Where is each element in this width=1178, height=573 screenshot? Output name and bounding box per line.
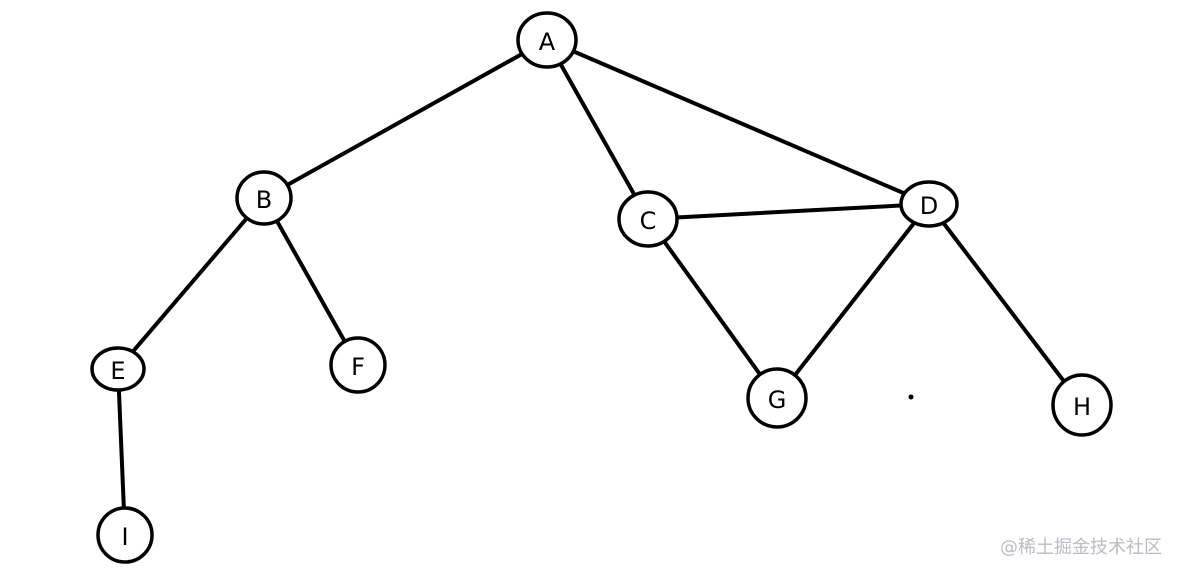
edge-a-c (545, 38, 650, 221)
edge-a-d (545, 38, 931, 206)
edge-b-f (262, 196, 360, 367)
node-label-f: F (351, 353, 365, 381)
nodes-layer: A B C D E F G H I (90, 11, 1113, 564)
node-label-i: I (121, 523, 128, 551)
node-i: I (96, 506, 154, 564)
node-circle-f (329, 336, 387, 394)
edge-c-g (646, 217, 779, 400)
node-label-b: B (256, 186, 272, 214)
node-circle-i (96, 506, 154, 564)
node-label-h: H (1073, 393, 1091, 421)
node-circle-h (1051, 373, 1113, 437)
node-circle-e (90, 346, 146, 392)
node-label-g: G (768, 386, 787, 414)
edges-layer (116, 38, 1084, 537)
node-c: C (617, 190, 679, 248)
edge-d-h (927, 202, 1084, 407)
node-b: B (235, 170, 293, 226)
node-d: D (899, 180, 959, 228)
edge-a-b (262, 38, 549, 200)
edge-b-e (116, 196, 266, 371)
node-g: G (746, 367, 808, 429)
node-label-e: E (110, 357, 125, 385)
node-circle-g (746, 367, 808, 429)
watermark-text: @稀土掘金技术社区 (1000, 537, 1162, 558)
edge-c-d (646, 202, 931, 221)
node-label-a: A (539, 28, 556, 56)
node-circle-b (235, 170, 293, 226)
node-a: A (516, 11, 578, 69)
node-h: H (1051, 373, 1113, 437)
edge-d-g (775, 202, 931, 400)
node-label-c: C (640, 207, 657, 235)
node-f: F (329, 336, 387, 394)
node-e: E (90, 346, 146, 392)
stray-dot (908, 394, 914, 400)
node-label-d: D (920, 192, 938, 220)
node-circle-d (899, 180, 959, 228)
node-circle-c (617, 190, 679, 248)
node-circle-a (516, 11, 578, 69)
